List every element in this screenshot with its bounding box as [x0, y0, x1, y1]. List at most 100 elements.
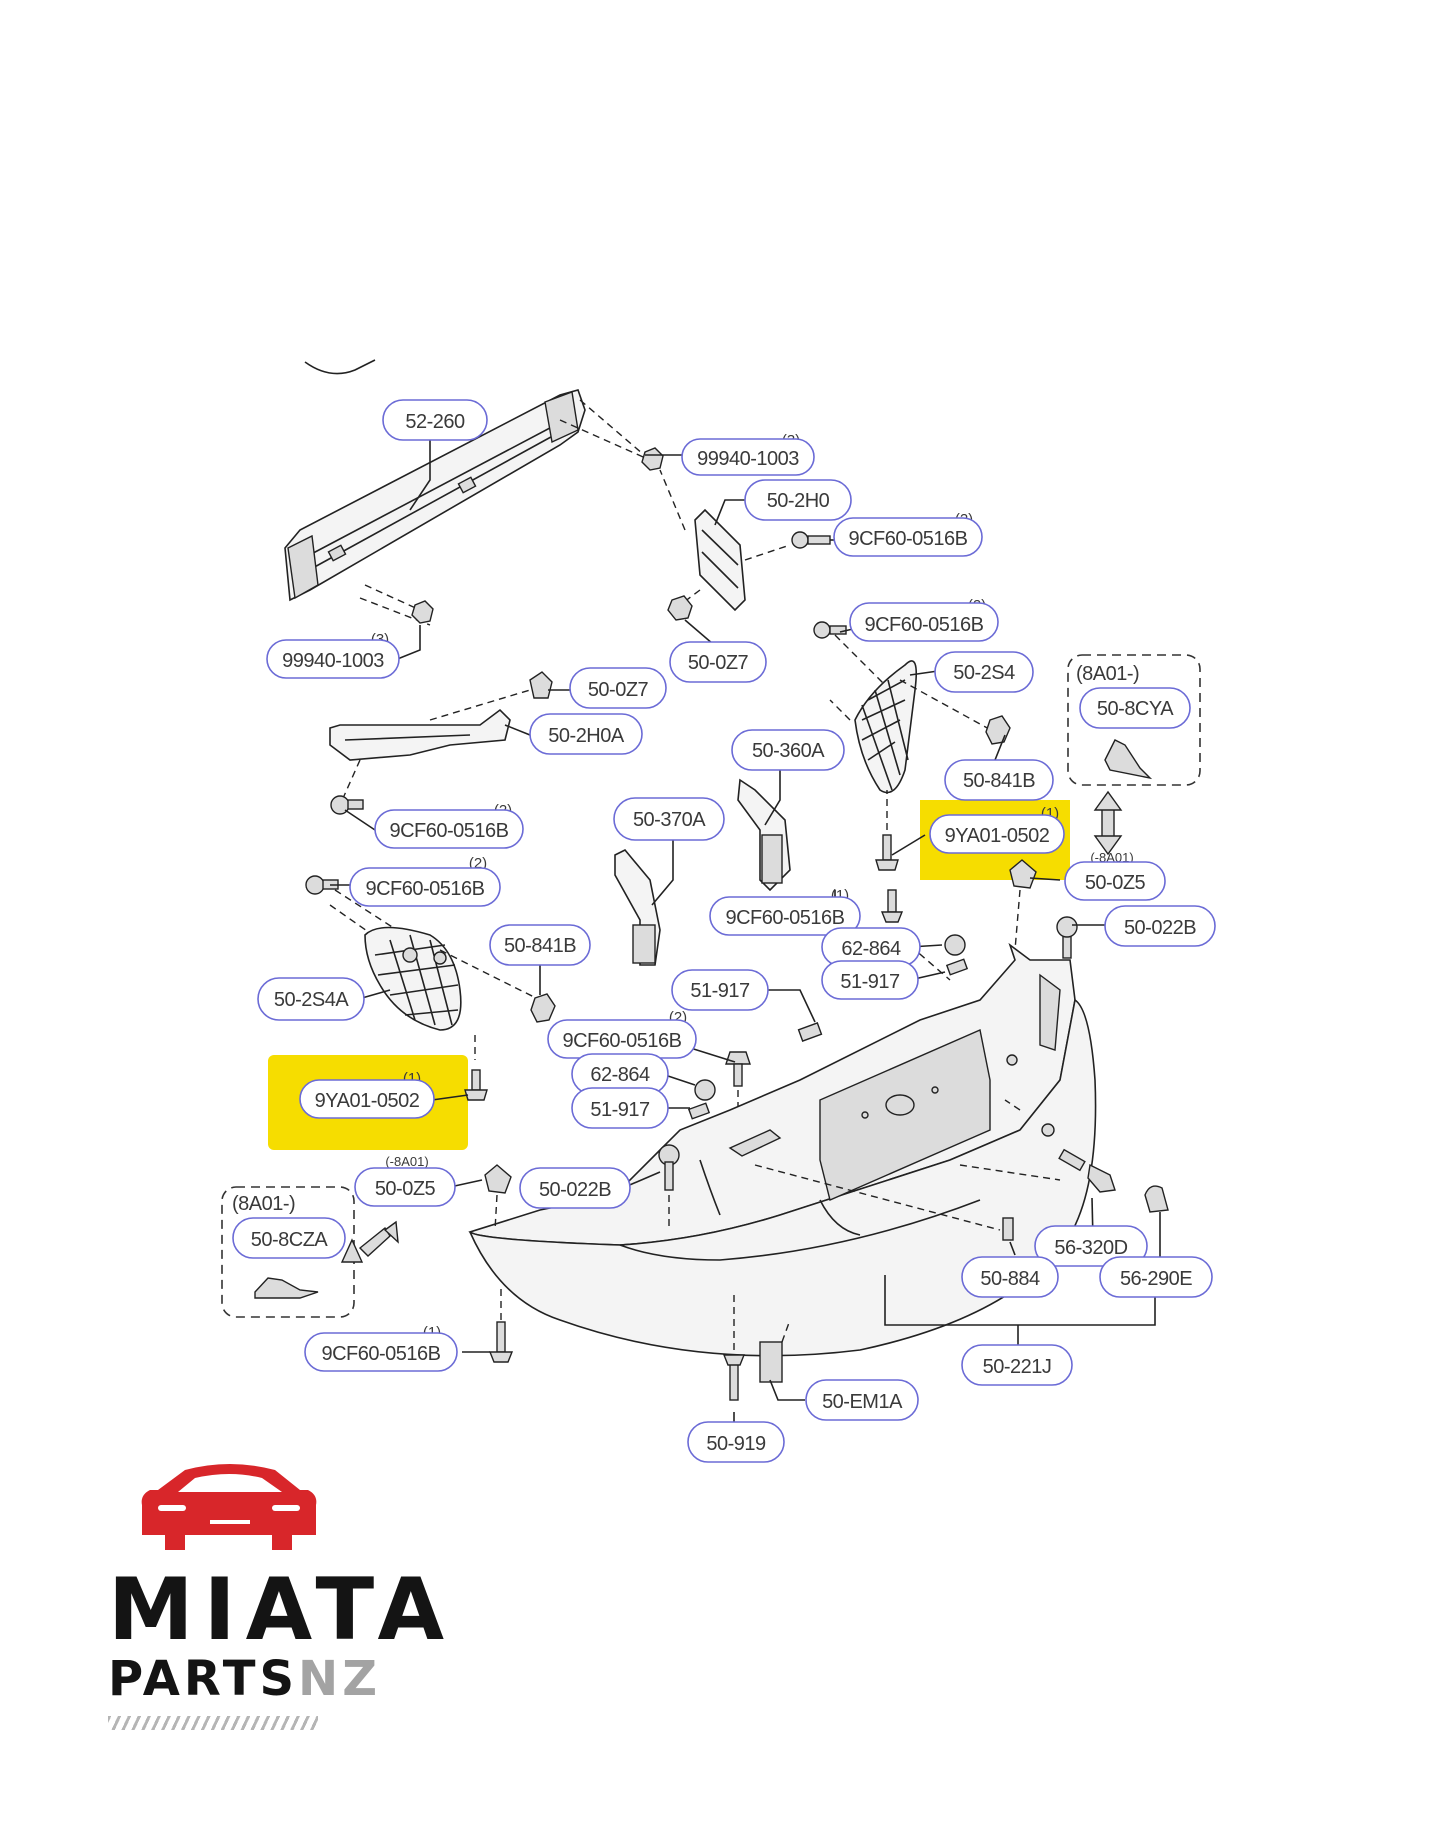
callout-50-2H0A: 50-2H0A	[529, 713, 643, 755]
callout-50-8CZA: (8A01-) 50-8CZA	[232, 1193, 346, 1259]
clip-50-841B-right	[985, 715, 1011, 745]
callout-50-841B-left: 50-841B	[489, 924, 591, 966]
car-logo-icon	[141, 1464, 317, 1550]
callout-62-864-left: 62-864	[571, 1053, 669, 1095]
svg-text:50-2S4: 50-2S4	[953, 662, 1015, 684]
callout-9CF60-d: (2) 9CF60-0516B	[349, 855, 501, 907]
clip-56-320D	[1058, 1148, 1116, 1193]
svg-text:(8A01-): (8A01-)	[1076, 663, 1139, 685]
svg-text:62-864: 62-864	[590, 1064, 650, 1086]
svg-text:9YA01-0502: 9YA01-0502	[315, 1090, 420, 1112]
callout-9CF60-f: (2) 9CF60-0516B	[547, 1009, 697, 1059]
callout-50-EM1A: 50-EM1A	[805, 1379, 919, 1421]
group-8a01-left	[221, 1186, 355, 1318]
screw-9cf-g	[488, 1321, 514, 1363]
svg-text:50-8CZA: 50-8CZA	[251, 1229, 329, 1251]
brand-logo: MIATA PARTSNZ	[108, 1470, 455, 1730]
svg-text:9CF60-0516B: 9CF60-0516B	[725, 907, 844, 929]
svg-text:50-360A: 50-360A	[752, 740, 825, 762]
svg-text:9CF60-0516B: 9CF60-0516B	[864, 614, 983, 636]
callout-50-884: 50-884	[961, 1256, 1059, 1298]
callout-50-0Z5-right: (-8A01) 50-0Z5	[1064, 850, 1166, 901]
callout-50-919: 50-919	[687, 1421, 785, 1463]
svg-text:50-022B: 50-022B	[539, 1179, 611, 1201]
callout-52-260: 52-260	[382, 399, 488, 441]
clip-50-0Z5-right	[1009, 859, 1037, 889]
clip-56-290E	[1144, 1185, 1169, 1213]
svg-text:99940-1003: 99940-1003	[282, 650, 384, 672]
callout-50-2S4A: 50-2S4A	[257, 977, 365, 1021]
svg-text:50-0Z7: 50-0Z7	[588, 679, 649, 701]
svg-text:9CF60-0516B: 9CF60-0516B	[848, 528, 967, 550]
callout-56-290E: 56-290E	[1099, 1256, 1213, 1298]
svg-text:9YA01-0502: 9YA01-0502	[945, 825, 1050, 847]
svg-text:9CF60-0516B: 9CF60-0516B	[562, 1030, 681, 1052]
svg-text:50-2S4A: 50-2S4A	[274, 989, 349, 1011]
bracket-50-370A	[614, 849, 661, 966]
callout-99940-1003-lower: (3) 99940-1003	[266, 631, 400, 679]
callout-50-360A: 50-360A	[731, 729, 845, 771]
svg-text:50-0Z7: 50-0Z7	[688, 652, 749, 674]
plate-50-EM1A	[759, 1341, 783, 1383]
label-51-917-right	[945, 958, 969, 976]
callout-50-022B-right: 50-022B	[1104, 905, 1216, 947]
callout-9YA01-0502-left: (1) 9YA01-0502	[299, 1070, 435, 1119]
swap-arrow-right	[1093, 790, 1123, 856]
bracket-50-2H0A	[329, 708, 511, 761]
svg-text:50-370A: 50-370A	[633, 809, 706, 831]
label-51-917-left	[687, 1102, 711, 1120]
svg-text:50-022B: 50-022B	[1124, 917, 1196, 939]
nut-99940-lower	[411, 600, 434, 624]
bracket-50-2H0	[694, 508, 746, 612]
svg-text:52-260: 52-260	[405, 411, 465, 433]
clip-50-022B-left	[658, 1144, 680, 1191]
svg-text:51-917: 51-917	[690, 980, 750, 1002]
trunk-edge-fragment	[304, 359, 376, 375]
callout-50-0Z5-left: (-8A01) 50-0Z5	[354, 1154, 456, 1207]
clip-50-0Z7-lower	[667, 595, 693, 621]
svg-text:50-919: 50-919	[706, 1433, 766, 1455]
nut-99940-upper	[641, 447, 664, 471]
callout-50-221J: 50-221J	[961, 1344, 1073, 1386]
cover-50-8CZA	[254, 1277, 319, 1299]
bracket-50-360A	[737, 778, 791, 892]
svg-text:99940-1003: 99940-1003	[697, 448, 799, 470]
callout-9CF60-e: (1) 9CF60-0516B	[709, 887, 861, 936]
clip-50-841B-left	[530, 993, 556, 1023]
callout-9CF60-b: (2) 9CF60-0516B	[849, 597, 999, 642]
callout-50-370A: 50-370A	[613, 797, 725, 841]
brand-wordmark-parts: PARTSNZ	[108, 1654, 377, 1704]
swap-arrow-left	[340, 1220, 399, 1263]
svg-text:50-0Z5: 50-0Z5	[375, 1178, 436, 1200]
svg-text:50-841B: 50-841B	[504, 935, 576, 957]
screw-9ya01-right	[875, 834, 899, 871]
brand-wordmark-miata: MIATA	[108, 1560, 455, 1660]
callout-62-864-right: 62-864	[821, 927, 921, 967]
callout-50-0Z7-lower: 50-0Z7	[669, 641, 767, 683]
svg-text:(8A01-): (8A01-)	[232, 1193, 295, 1215]
svg-text:50-221J: 50-221J	[983, 1356, 1052, 1378]
svg-text:9CF60-0516B: 9CF60-0516B	[321, 1343, 440, 1365]
svg-text:50-0Z5: 50-0Z5	[1085, 872, 1146, 894]
callout-51-917-center: 51-917	[671, 969, 769, 1011]
callout-9CF60-a: (2) 9CF60-0516B	[833, 511, 983, 557]
cover-50-8CYA	[1104, 739, 1153, 780]
grille-50-2S4	[854, 660, 918, 794]
label-51-917-center	[797, 1022, 823, 1042]
screw-9cf-e	[880, 889, 904, 923]
callout-51-917-left: 51-917	[571, 1087, 669, 1129]
svg-text:50-2H0: 50-2H0	[767, 490, 830, 512]
svg-text:50-2H0A: 50-2H0A	[548, 725, 625, 747]
svg-text:9CF60-0516B: 9CF60-0516B	[365, 878, 484, 900]
svg-text:62-864: 62-864	[841, 938, 901, 960]
svg-text:56-320D: 56-320D	[1054, 1237, 1127, 1259]
callout-50-2S4: 50-2S4	[934, 651, 1034, 693]
callout-50-2H0: 50-2H0	[744, 479, 852, 521]
svg-text:(-8A01): (-8A01)	[385, 1154, 428, 1169]
clip-50-022B-right	[1056, 916, 1078, 959]
grommet-62-864-right	[944, 934, 966, 956]
svg-text:50-8CYA: 50-8CYA	[1097, 698, 1174, 720]
label-50-884	[1002, 1217, 1014, 1241]
svg-text:9CF60-0516B: 9CF60-0516B	[389, 820, 508, 842]
